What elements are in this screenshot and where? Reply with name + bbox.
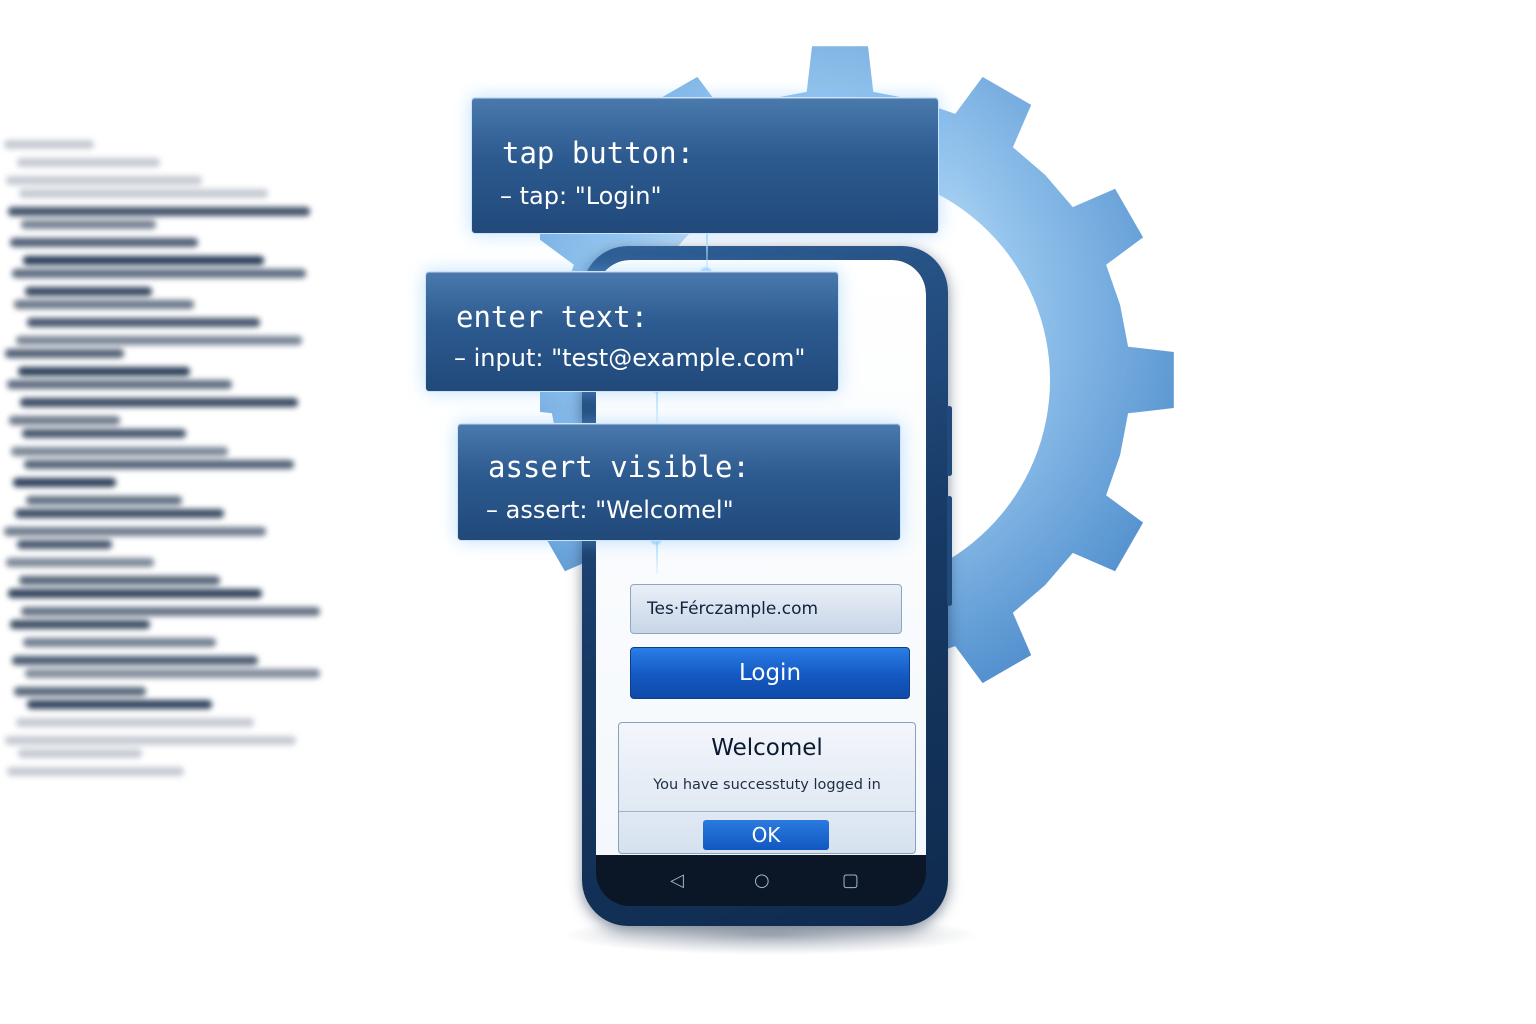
blurred-code-line [21,220,156,229]
ok-button[interactable]: OK [703,820,829,850]
android-nav-bar: ◁ ○ ▢ [596,860,926,906]
blurred-code-line [16,718,254,727]
blurred-code-line [8,207,310,216]
blurred-code-line [4,527,266,536]
step-detail: – assert: "Welcomel" [486,496,734,524]
blurred-code-line [24,460,294,469]
blurred-code-line [6,176,202,185]
email-input[interactable]: Tes·Férczample.com [630,584,902,634]
step-detail: – tap: "Login" [500,182,662,210]
blurred-code-line [21,607,320,616]
blurred-code-line [25,669,320,678]
blurred-code-line [23,638,216,647]
step-title: tap button: [502,136,695,170]
blurred-code-line [11,447,228,456]
blurred-code-line [27,700,212,709]
step-title: assert visible: [488,450,750,484]
blurred-code-line [7,767,184,776]
blurred-code-line [7,380,232,389]
blurred-code-line [5,349,124,358]
blurred-code-line [17,158,160,167]
blurred-code-line [13,478,116,487]
blurred-code-line [15,509,224,518]
step-card-tap-button: tap button: – tap: "Login" [471,97,939,234]
welcome-dialog: Welcomel You have successtuty logged in … [618,722,916,854]
connector-line [656,538,658,574]
blurred-code-line [27,318,260,327]
dialog-title: Welcomel [711,735,823,761]
step-card-enter-text: enter text: – input: "test@example.com" [425,271,839,392]
login-button[interactable]: Login [630,647,910,699]
blurred-code-line [17,540,112,549]
connector-line [706,232,708,276]
recents-square-icon[interactable]: ▢ [842,870,860,891]
blurred-code-line [4,140,94,149]
blurred-code-line [18,367,190,376]
blurred-code-line [8,589,262,598]
blurred-code-line [22,429,186,438]
blurred-code-line [9,416,120,425]
blurred-code-line [19,189,268,198]
blurred-code-line [14,687,146,696]
blurred-code-line [12,656,258,665]
blurred-code-line [26,496,182,505]
blurred-code-line [19,576,220,585]
blurred-code-line [23,256,264,265]
connector-line [656,384,658,430]
blurred-code-line [14,300,194,309]
step-card-assert-visible: assert visible: – assert: "Welcomel" [457,423,901,541]
blurred-code-background [0,130,340,850]
step-detail: – input: "test@example.com" [454,344,806,372]
power-button [947,496,952,606]
blurred-code-line [16,336,302,345]
blurred-code-line [25,287,152,296]
volume-button [947,406,952,476]
dialog-divider [619,811,915,812]
dialog-message: You have successtuty logged in [653,777,881,793]
blurred-code-line [12,269,306,278]
step-title: enter text: [456,300,649,334]
blurred-code-line [10,238,198,247]
blurred-code-line [6,558,154,567]
blurred-code-line [18,749,142,758]
back-triangle-icon[interactable]: ◁ [670,870,684,891]
home-circle-icon[interactable]: ○ [754,870,770,891]
blurred-code-line [10,620,150,629]
blurred-code-line [20,398,298,407]
blurred-code-line [5,736,296,745]
